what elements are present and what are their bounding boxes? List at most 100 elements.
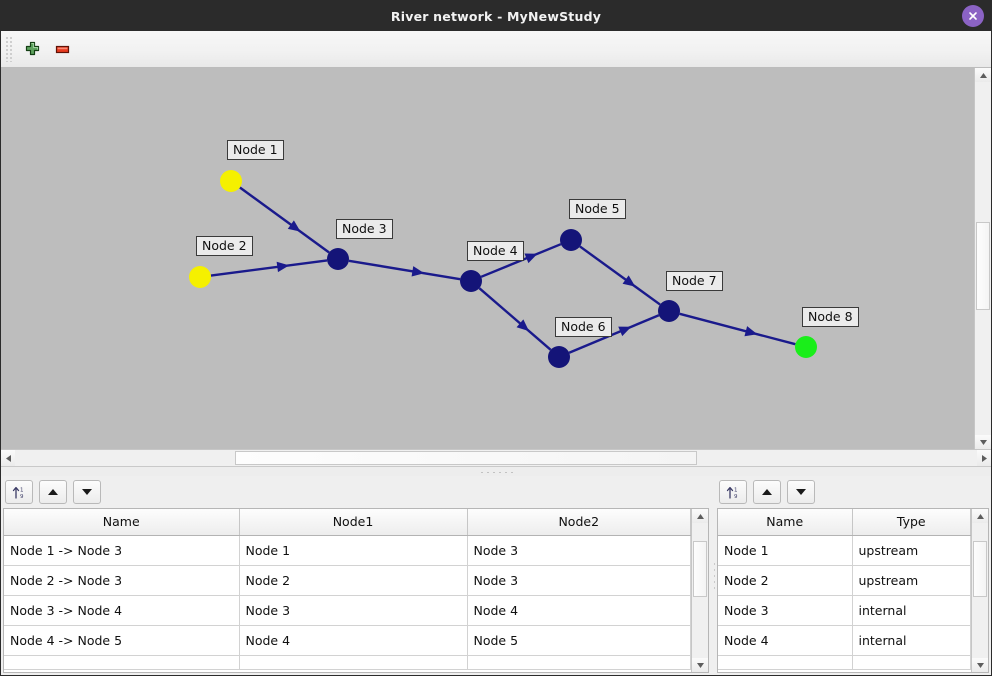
graph-edge[interactable] <box>568 314 660 354</box>
canvas-vscroll-track[interactable] <box>975 82 991 435</box>
table-cell[interactable] <box>239 655 468 670</box>
nodes-vscroll-thumb[interactable] <box>973 541 987 597</box>
table-cell[interactable]: internal <box>852 625 971 656</box>
table-cell[interactable]: Node 2 -> Node 3 <box>4 565 240 596</box>
canvas-vertical-scrollbar[interactable] <box>974 68 991 449</box>
table-cell[interactable]: Node 1 <box>718 535 853 566</box>
canvas-vscroll-thumb[interactable] <box>976 222 990 310</box>
table-row[interactable] <box>4 655 691 670</box>
move-down-button[interactable] <box>787 480 815 504</box>
scroll-down-arrow[interactable] <box>975 435 991 449</box>
scroll-up-arrow[interactable] <box>972 509 988 523</box>
sort-button[interactable]: 1 9 <box>719 480 747 504</box>
table-cell[interactable]: Node 3 <box>467 535 691 566</box>
graph-edge[interactable] <box>210 259 328 277</box>
table-cell[interactable]: Node 5 <box>467 625 691 656</box>
nodes-column-header[interactable]: Name <box>718 509 853 536</box>
toolbar-drag-handle[interactable] <box>5 36 13 62</box>
close-button[interactable] <box>962 5 984 27</box>
table-cell[interactable]: Node 2 <box>239 565 468 596</box>
graph-node-label[interactable]: Node 4 <box>467 241 524 261</box>
table-cell[interactable] <box>852 655 971 670</box>
delete-node-button[interactable] <box>47 34 77 64</box>
table-cell[interactable]: Node 4 <box>239 625 468 656</box>
canvas-hscroll-track[interactable] <box>15 450 977 466</box>
graph-edge[interactable] <box>679 312 796 346</box>
nodes-vscroll-track[interactable] <box>972 523 988 658</box>
graph-node-label[interactable]: Node 3 <box>336 219 393 239</box>
table-cell[interactable]: Node 4 -> Node 5 <box>4 625 240 656</box>
canvas-horizontal-scrollbar[interactable] <box>1 449 991 466</box>
graph-node-label[interactable]: Node 5 <box>569 199 626 219</box>
graph-node[interactable] <box>327 248 349 270</box>
table-cell[interactable]: upstream <box>852 535 971 566</box>
nodes-column-header[interactable]: Type <box>852 509 971 536</box>
add-node-button[interactable] <box>17 34 47 64</box>
branches-vscroll-track[interactable] <box>692 523 708 658</box>
graph-edge[interactable] <box>579 245 661 306</box>
scroll-up-arrow[interactable] <box>692 509 708 523</box>
scroll-up-arrow[interactable] <box>975 68 991 82</box>
scroll-right-arrow[interactable] <box>977 450 991 466</box>
branches-column-header[interactable]: Name <box>4 509 240 536</box>
table-cell[interactable]: Node 4 <box>467 595 691 626</box>
graph-canvas[interactable]: Node 1 Node 2 Node 3 Node 4 Node 5 Node 6 Node… <box>1 68 974 449</box>
table-cell[interactable]: Node 2 <box>718 565 853 596</box>
nodes-vertical-scrollbar[interactable] <box>971 509 988 672</box>
graph-node[interactable] <box>658 300 680 322</box>
table-cell[interactable] <box>4 655 240 670</box>
table-cell[interactable] <box>467 655 691 670</box>
graph-node-label[interactable]: Node 2 <box>196 236 253 256</box>
graph-edge[interactable] <box>239 186 330 254</box>
graph-node[interactable] <box>460 270 482 292</box>
move-down-button[interactable] <box>73 480 101 504</box>
graph-node-label[interactable]: Node 8 <box>802 307 859 327</box>
branches-column-header[interactable]: Node2 <box>467 509 691 536</box>
graph-node[interactable] <box>189 266 211 288</box>
graph-node[interactable] <box>220 170 242 192</box>
table-cell[interactable]: Node 3 <box>239 595 468 626</box>
canvas-hscroll-thumb[interactable] <box>235 451 697 465</box>
move-up-button[interactable] <box>39 480 67 504</box>
table-cell[interactable]: Node 3 -> Node 4 <box>4 595 240 626</box>
graph-node[interactable] <box>560 229 582 251</box>
branches-column-header[interactable]: Node1 <box>239 509 468 536</box>
graph-node-label[interactable]: Node 1 <box>227 140 284 160</box>
table-cell[interactable]: Node 1 <box>239 535 468 566</box>
branches-vertical-scrollbar[interactable] <box>691 509 708 672</box>
scroll-down-arrow[interactable] <box>692 658 708 672</box>
table-cell[interactable]: internal <box>852 595 971 626</box>
table-cell[interactable]: Node 4 <box>718 625 853 656</box>
table-cell[interactable]: upstream <box>852 565 971 596</box>
horizontal-splitter[interactable] <box>1 466 991 476</box>
scroll-left-arrow[interactable] <box>1 450 15 466</box>
graph-node[interactable] <box>795 336 817 358</box>
graph-node[interactable] <box>548 346 570 368</box>
graph-node-label[interactable]: Node 6 <box>555 317 612 337</box>
move-up-button[interactable] <box>753 480 781 504</box>
table-cell[interactable]: Node 3 <box>718 595 853 626</box>
graph-edge[interactable] <box>478 287 552 351</box>
graph-edge[interactable] <box>348 259 461 281</box>
branches-vscroll-thumb[interactable] <box>693 541 707 597</box>
graph-node-label[interactable]: Node 7 <box>666 271 723 291</box>
table-cell[interactable]: Node 1 -> Node 3 <box>4 535 240 566</box>
sort-button[interactable]: 1 9 <box>5 480 33 504</box>
scroll-down-arrow[interactable] <box>972 658 988 672</box>
table-row[interactable] <box>718 655 971 670</box>
